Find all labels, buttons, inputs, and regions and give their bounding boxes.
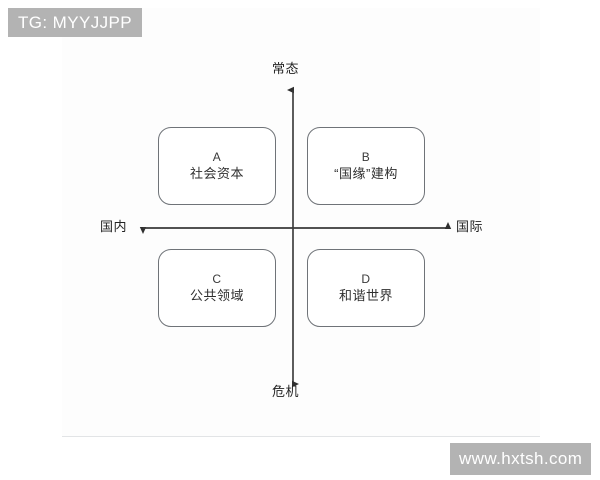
quadrant-label: 社会资本: [189, 166, 244, 182]
axis-label-top: 常态: [272, 61, 300, 76]
quadrant-letter: A: [212, 150, 222, 165]
content-panel: [62, 8, 540, 437]
quadrant-box-a: A 社会资本: [158, 127, 276, 205]
quadrant-label: 公共领域: [189, 288, 244, 304]
quadrant-box-d: D 和谐世界: [307, 249, 425, 327]
quadrant-letter: B: [361, 150, 371, 165]
quadrant-label: “国缘”建构: [334, 166, 398, 182]
watermark-bottom-right: www.hxtsh.com: [450, 443, 592, 475]
quadrant-box-c: C 公共领域: [158, 249, 276, 327]
quadrant-box-b: B “国缘”建构: [307, 127, 425, 205]
axis-label-left: 国内: [100, 219, 128, 234]
axis-label-right: 国际: [456, 219, 484, 234]
quadrant-label: 和谐世界: [338, 288, 393, 304]
quadrant-letter: D: [361, 272, 371, 287]
axis-label-bottom: 危机: [272, 384, 300, 399]
quadrant-letter: C: [212, 272, 222, 287]
watermark-top-left: TG: MYYJJPP: [8, 8, 142, 37]
